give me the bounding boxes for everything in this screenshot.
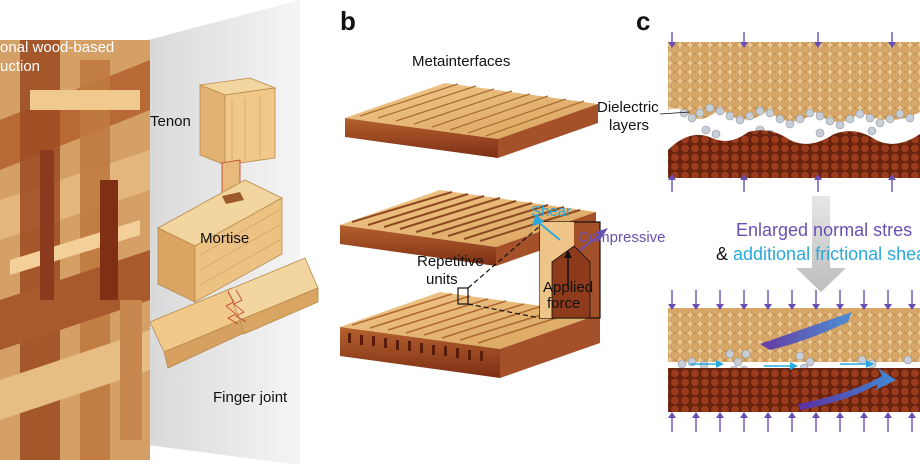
mortise-block xyxy=(157,179,283,303)
metainterface-layer-top xyxy=(345,83,598,158)
tenon-label: Tenon xyxy=(150,113,191,130)
dielectric-label-line1: Dielectric xyxy=(597,99,659,116)
panel-a-title-line2: uction xyxy=(0,58,40,75)
force-inset xyxy=(532,214,608,319)
finger-joint xyxy=(149,257,319,369)
panel-c: c xyxy=(597,6,920,432)
metainterface-layer-bottom xyxy=(340,292,600,378)
dielectric-pointer xyxy=(659,111,691,115)
shear-flow-arrow-bottom xyxy=(798,368,896,410)
panel-b-title: Metainterfaces xyxy=(412,53,510,70)
compressive-label: Compressive xyxy=(578,229,666,246)
panel-b: b Metainterfaces xyxy=(340,6,666,378)
repetitive-unit-marker xyxy=(457,287,469,305)
shear-flow-arrow-top xyxy=(760,312,852,350)
wood-construction-illustration xyxy=(0,40,150,460)
frictional-shear-line: & additional frictional shear xyxy=(716,244,920,264)
panel-a-title-line1: onal wood-based xyxy=(0,39,114,56)
repetitive-units-line2: units xyxy=(426,271,458,288)
enlarged-normal-stress-label: Enlarged normal stres xyxy=(736,220,912,240)
shear-arrow xyxy=(537,221,561,241)
mortise-label: Mortise xyxy=(200,230,249,247)
applied-force-line2: force xyxy=(547,295,580,312)
callout-line-bottom xyxy=(467,303,541,319)
finger-joint-label: Finger joint xyxy=(213,389,288,406)
additional-frictional-shear-label: additional frictional shear xyxy=(733,244,920,264)
interface-schematic-bottom xyxy=(668,290,920,432)
panel-a: onal wood-based uction Tenon Mortise xyxy=(0,0,319,465)
panel-b-letter: b xyxy=(340,6,356,36)
interface-schematic-top xyxy=(668,32,920,192)
shear-label: Shear xyxy=(531,203,571,220)
panel-c-letter: c xyxy=(636,6,650,36)
dielectric-label-line2: layers xyxy=(609,117,649,134)
repetitive-units-line1: Repetitive xyxy=(417,253,484,270)
ampersand-text: & xyxy=(716,244,733,264)
transition-arrow xyxy=(796,196,846,292)
applied-force-line1: Applied xyxy=(543,279,593,296)
